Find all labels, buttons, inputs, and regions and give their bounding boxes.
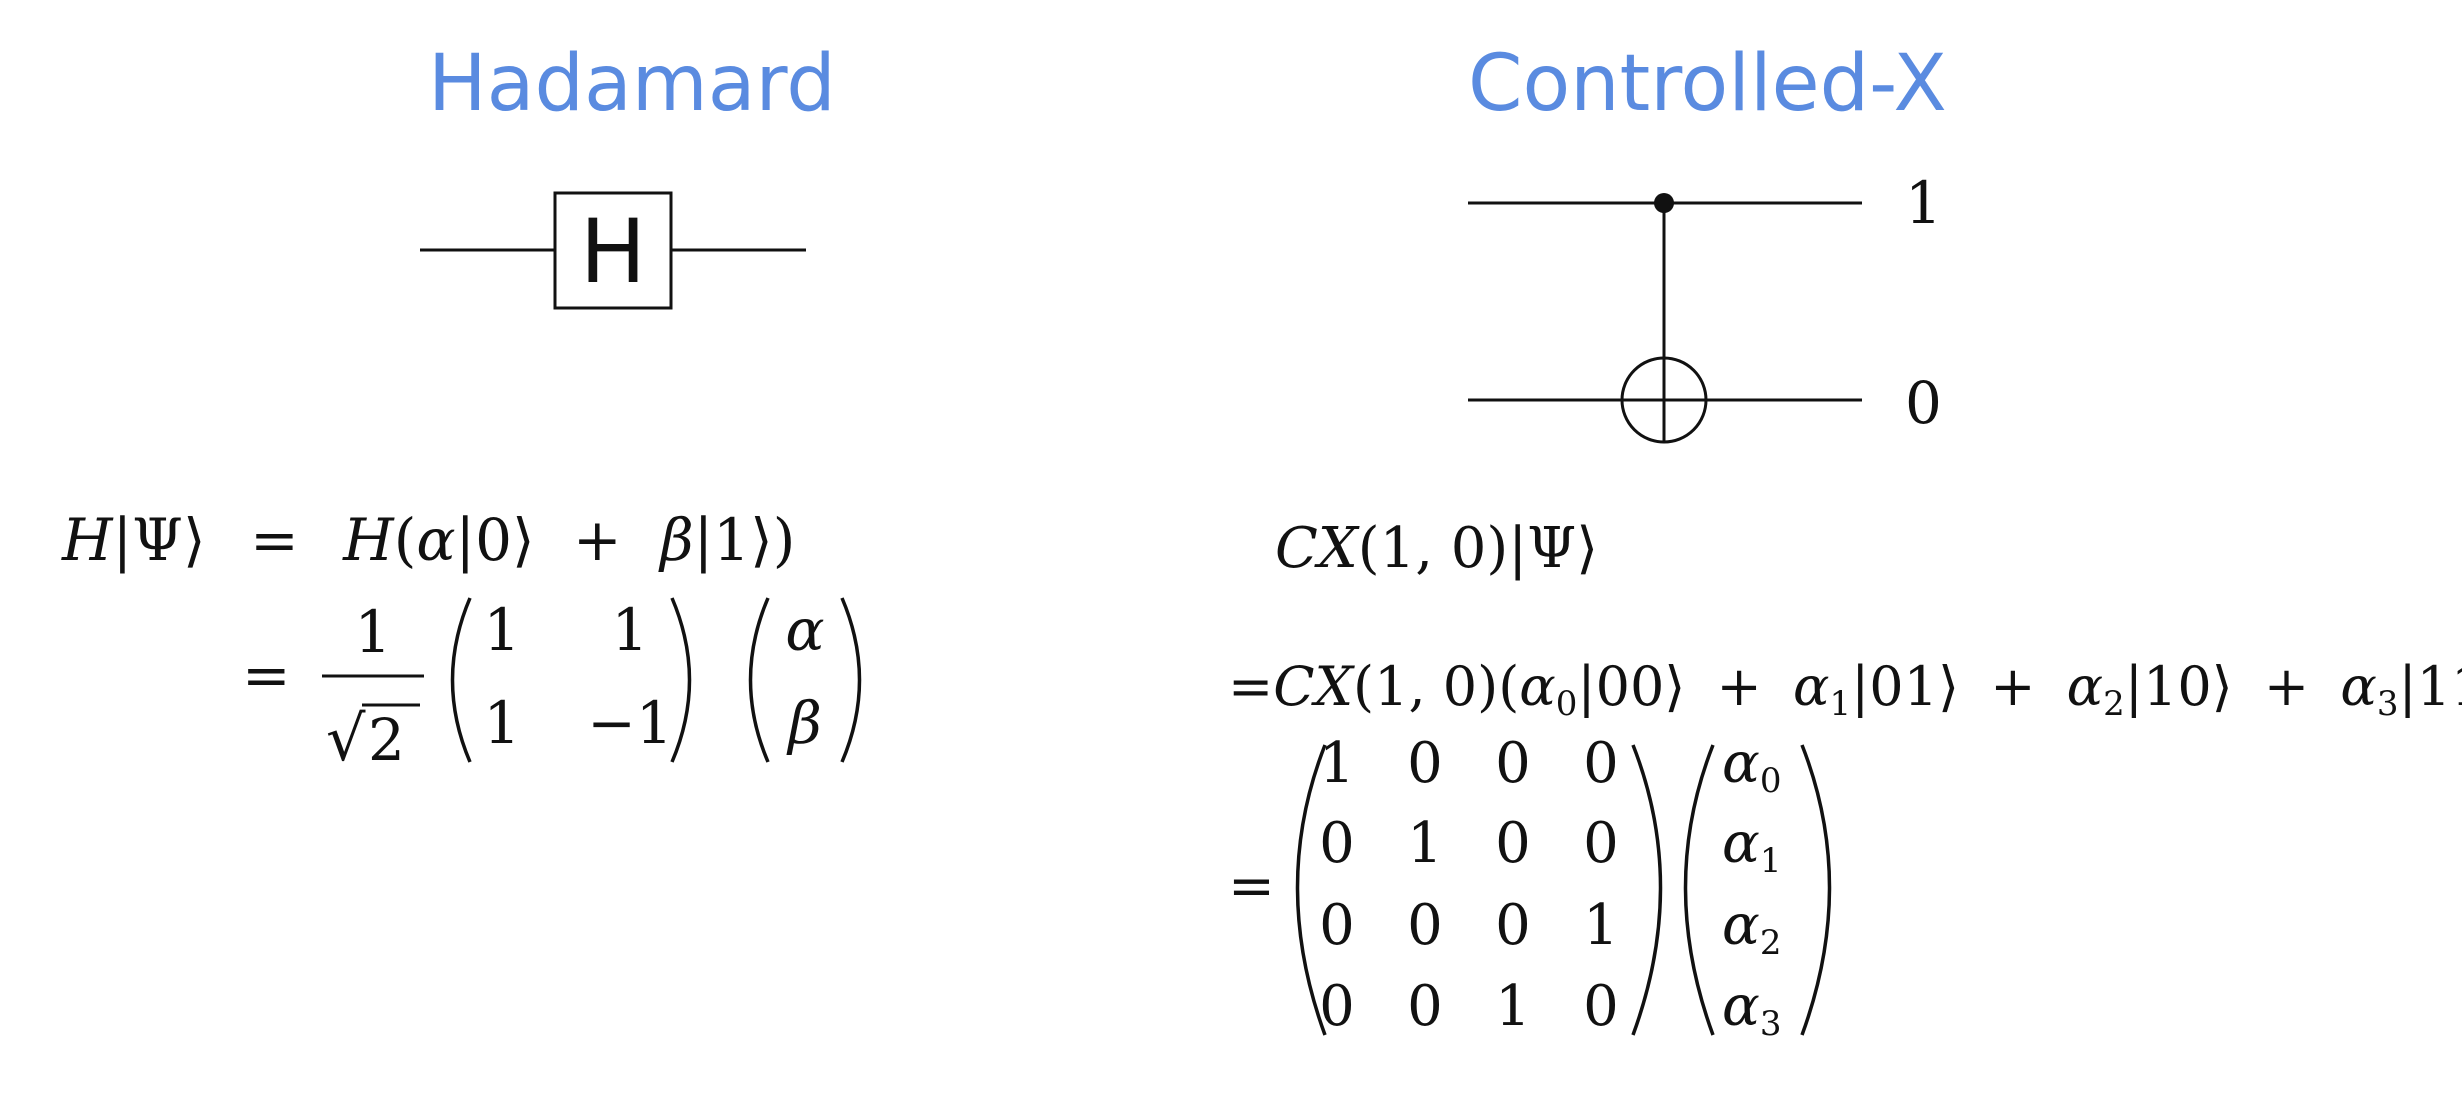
hadamard-matrix-left-paren (450, 597, 472, 763)
cx-matrix-cell: 1 (1319, 731, 1355, 796)
hadamard-matrix-right-paren (670, 597, 692, 763)
hadamard-gate-label: H (580, 200, 646, 303)
cx-vector-cell: α2 (1722, 893, 1781, 963)
cx-matrix-cell: 1 (1583, 893, 1619, 958)
cx-matrix-cell: 0 (1495, 731, 1531, 796)
hadamard-eq-line1: H|Ψ⟩ = H(α|0⟩ + β|1⟩) (61, 506, 795, 574)
hadamard-equation: H|Ψ⟩ = H(α|0⟩ + β|1⟩) = 1 √ 2 1 1 1 −1 α… (61, 506, 862, 775)
cx-matrix-left-paren (1295, 744, 1327, 1036)
cx-matrix-cell: 1 (1495, 974, 1531, 1039)
cx-vector-cell: α1 (1722, 811, 1781, 881)
cx-eq-line2: =CX(1, 0)(α0|00⟩ + α1|01⟩ + α2|10⟩ + α3|… (1228, 655, 2462, 724)
hadamard-sqrt-argument: 2 (368, 706, 405, 774)
hadamard-matrix-cell: 1 (484, 689, 521, 757)
cx-eq3-equals: = (1228, 854, 1275, 919)
controlled-x-circuit: 1 0 (1468, 169, 1942, 444)
hadamard-gate-box (553, 191, 673, 310)
hadamard-frac-numerator: 1 (355, 598, 392, 666)
cx-matrix-cell: 0 (1495, 811, 1531, 876)
cx-vector-cell: α3 (1722, 974, 1781, 1044)
cx-vector-cells: α0 α1 α2 α3 (1722, 731, 1781, 1044)
controlled-x-equation: CX(1, 0)|Ψ⟩ =CX(1, 0)(α0|00⟩ + α1|01⟩ + … (1228, 516, 2462, 1044)
cx-matrix-cell: 0 (1407, 731, 1443, 796)
wire-label-target: 0 (1905, 369, 1942, 437)
hadamard-matrix-cell: −1 (587, 689, 673, 757)
hadamard-vector-right-paren (840, 597, 862, 763)
cx-matrix-cell: 0 (1407, 893, 1443, 958)
hadamard-title: Hadamard (428, 39, 836, 129)
cx-matrix-cell: 0 (1495, 893, 1531, 958)
hadamard-vector-cell: β (786, 689, 822, 757)
hadamard-sqrt-symbol: √ (326, 702, 366, 775)
cx-matrix-cell: 0 (1319, 893, 1355, 958)
cx-matrix-cell: 0 (1583, 811, 1619, 876)
cx-eq-line1: CX(1, 0)|Ψ⟩ (1275, 516, 1598, 581)
hadamard-circuit: H (420, 191, 806, 310)
hadamard-vector-left-paren (748, 597, 770, 763)
hadamard-eq2-equals: = (242, 641, 291, 709)
cx-matrix-cell: 0 (1319, 811, 1355, 876)
hadamard-matrix-cell: 1 (484, 596, 521, 664)
hadamard-vector-cell: α (785, 596, 824, 664)
cx-matrix-cell: 1 (1407, 811, 1443, 876)
controlled-x-title: Controlled-X (1468, 39, 1947, 129)
cx-matrix-cell: 0 (1407, 974, 1443, 1039)
cx-matrix-cell: 0 (1583, 974, 1619, 1039)
wire-label-control: 1 (1905, 169, 1942, 237)
cx-vector-cell: α0 (1722, 731, 1781, 801)
cx-vector-left-paren (1683, 744, 1715, 1036)
cx-matrix-cell: 0 (1319, 974, 1355, 1039)
cx-matrix-cell: 0 (1583, 731, 1619, 796)
cx-matrix-right-paren (1631, 744, 1663, 1036)
cx-vector-right-paren (1800, 744, 1832, 1036)
control-dot (1654, 193, 1674, 213)
hadamard-matrix-cell: 1 (612, 596, 649, 664)
